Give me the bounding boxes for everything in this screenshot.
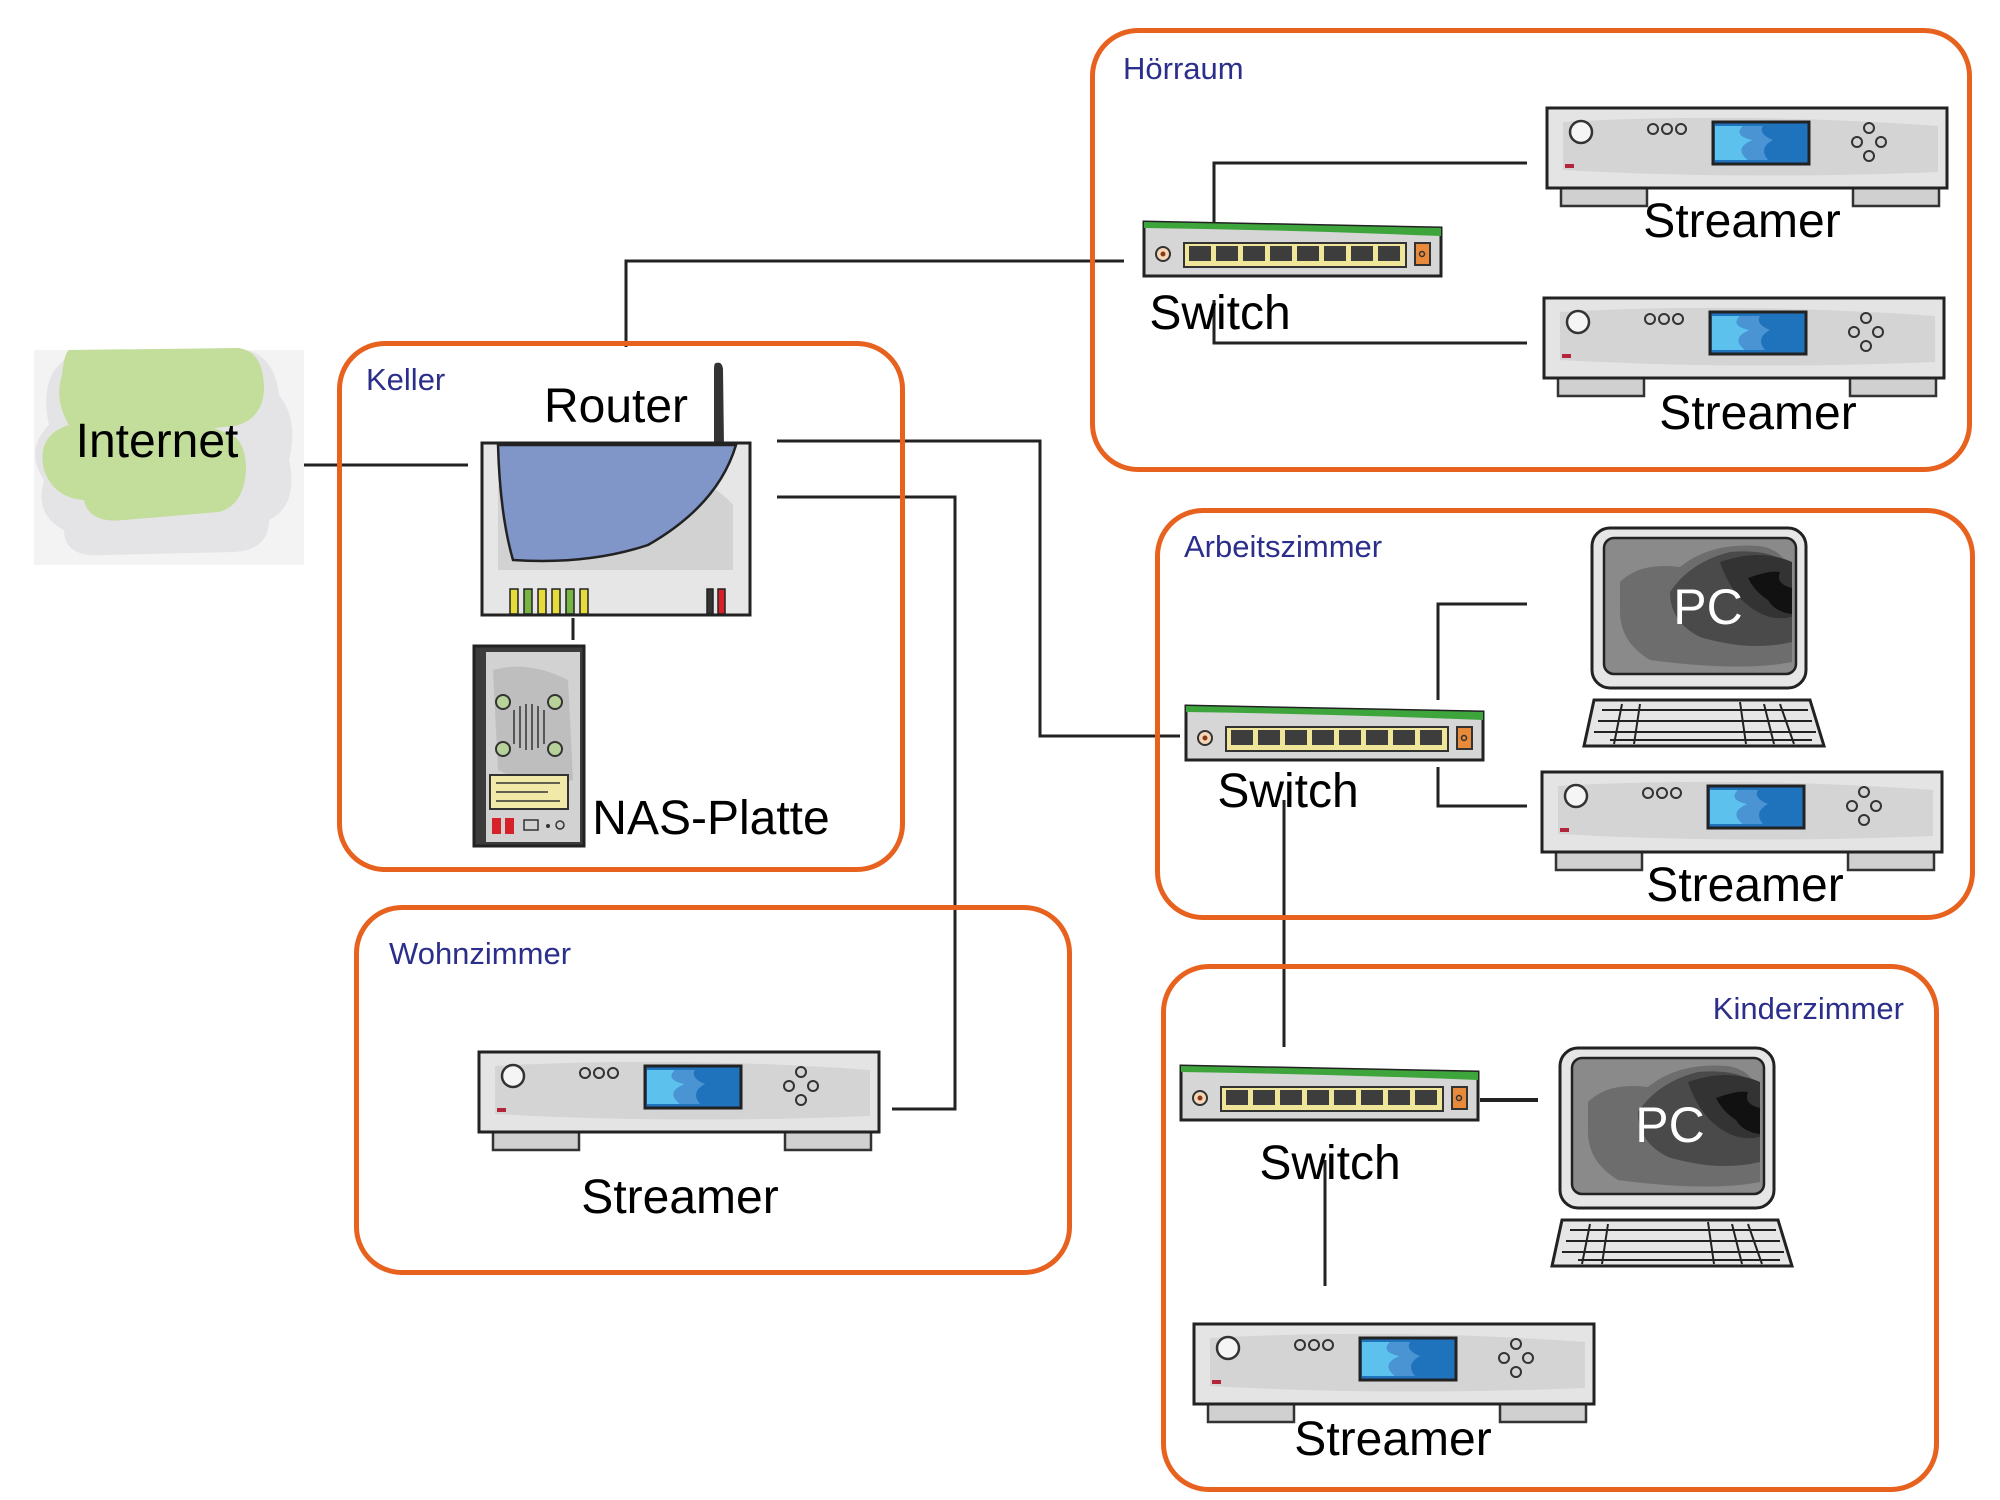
room-keller: Keller xyxy=(337,341,905,872)
streamer-wohnzimmer-icon xyxy=(475,1048,885,1156)
internet-cloud-icon xyxy=(34,348,304,565)
streamer-kinderzimmer-label: Streamer xyxy=(1294,1413,1492,1466)
pc-kinderzimmer-icon xyxy=(1548,1042,1798,1278)
streamer-arbeitszimmer-label: Streamer xyxy=(1646,859,1844,912)
internet-label: Internet xyxy=(75,415,239,468)
pc-arbeitszimmer-label: PC xyxy=(1673,579,1743,635)
router-icon xyxy=(480,362,752,617)
switch-hoerraum-label: Switch xyxy=(1149,287,1291,340)
streamer-hoerraum-1-label: Streamer xyxy=(1643,195,1841,248)
room-hoerraum: Hörraum xyxy=(1090,28,1972,472)
room-kinderzimmer: Kinderzimmer xyxy=(1161,964,1939,1492)
switch-kinderzimmer-icon xyxy=(1178,1060,1482,1130)
switch-hoerraum-icon xyxy=(1141,216,1445,286)
switch-arbeitszimmer-icon xyxy=(1183,700,1487,770)
router-label: Router xyxy=(543,380,689,433)
room-label-arbeitszimmer: Arbeitszimmer xyxy=(1184,529,1383,564)
nas-icon xyxy=(472,644,586,848)
switch-kinderzimmer-label: Switch xyxy=(1259,1137,1401,1190)
room-label-keller: Keller xyxy=(366,362,446,397)
streamer-kinderzimmer-icon xyxy=(1190,1320,1600,1428)
switch-arbeitszimmer-label: Switch xyxy=(1217,765,1359,818)
streamer-arbeitszimmer-icon xyxy=(1538,768,1948,876)
streamer-hoerraum-2-label: Streamer xyxy=(1659,387,1857,440)
streamer-hoerraum-2-icon xyxy=(1540,294,1950,402)
streamer-hoerraum-1-icon xyxy=(1543,104,1953,212)
room-label-wohnzimmer: Wohnzimmer xyxy=(389,936,572,971)
room-label-kinderzimmer: Kinderzimmer xyxy=(1712,991,1904,1026)
room-label-hoerraum: Hörraum xyxy=(1123,51,1244,86)
nas-label: NAS-Platte xyxy=(592,792,830,845)
pc-arbeitszimmer-icon xyxy=(1580,522,1830,758)
wire-router-switch-hoerraum xyxy=(624,259,1124,347)
streamer-wohnzimmer-label: Streamer xyxy=(581,1171,779,1224)
pc-kinderzimmer-label: PC xyxy=(1635,1097,1705,1153)
room-arbeitszimmer: Arbeitszimmer xyxy=(1155,508,1975,920)
room-wohnzimmer: Wohnzimmer xyxy=(354,905,1072,1275)
